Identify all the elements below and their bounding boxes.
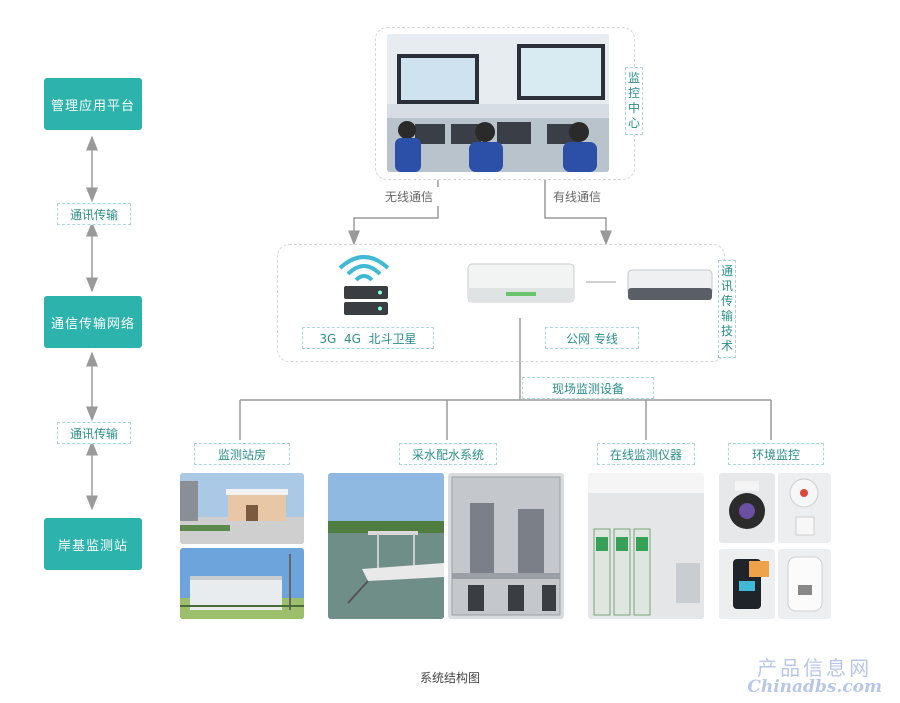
water-sampling-photo-2 [448,473,564,619]
environment-sensor-photo [778,549,831,619]
wifi-icon [338,255,390,282]
layer-communication-network: 通信传输网络 [44,296,142,348]
watermark-line-1: 产品信息网 [757,656,873,681]
wireless-types-label: 3G 4G 北斗卫星 [302,327,434,349]
category-station-room: 监测站房 [194,443,290,465]
environment-camera-photo [719,473,775,543]
station-room-photo-2 [180,548,304,619]
wired-label: 有线通信 [546,187,608,206]
watermark-logo: 产品信息网 Chinadbs.com [747,658,882,697]
link-label-bottom: 通讯传输 [57,422,131,444]
category-water-sampling: 采水配水系统 [399,443,497,465]
station-room-photo-1 [180,473,304,544]
layer-management-platform: 管理应用平台 [44,78,142,130]
environment-smoke-detector-photo [778,473,831,543]
diagram-caption: 系统结构图 [419,671,480,685]
wireless-label: 无线通信 [378,187,440,206]
category-environment-monitoring: 环境监控 [728,443,824,465]
link-label-top: 通讯传输 [57,203,131,225]
watermark-line-2: Chinadbs.com [747,677,882,698]
environment-access-control-photo [719,549,775,619]
monitor-center-label: 监控中心 [625,67,643,135]
modem-icon [627,269,713,300]
comm-tech-label: 通讯传输技术 [718,260,736,358]
water-sampling-photo-1 [328,473,444,619]
field-equipment-label: 现场监测设备 [522,377,654,399]
wired-types-label: 公网 专线 [545,327,639,349]
server-icon [344,286,388,315]
router-icon [467,263,575,303]
online-instruments-photo [588,473,704,619]
category-online-instruments: 在线监测仪器 [597,443,695,465]
layer-shore-station: 岸基监测站 [44,518,142,570]
monitor-center-photo [387,34,609,172]
